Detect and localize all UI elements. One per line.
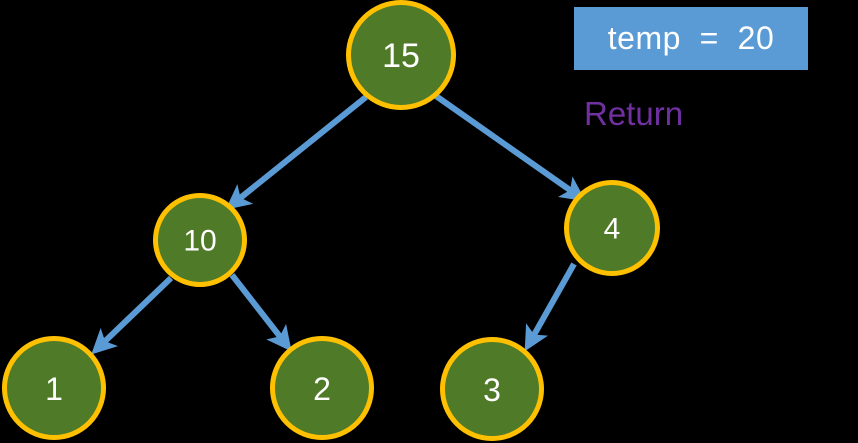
tree-edges [91, 93, 586, 355]
tree-edge-n15-to-n10 [225, 94, 368, 210]
tree-nodes: 15 10 4 1 2 3 [2, 0, 660, 441]
temp-variable-text: temp = 20 [607, 20, 775, 56]
tree-node-2[interactable]: 2 [270, 336, 374, 440]
node-value-2: 2 [313, 371, 331, 407]
node-value-10: 10 [183, 225, 216, 258]
tree-node-4[interactable]: 4 [564, 180, 660, 276]
node-circle-4 [564, 180, 660, 276]
node-circle-10 [153, 193, 247, 287]
tree-node-1[interactable]: 1 [2, 336, 106, 440]
tree-node-3[interactable]: 3 [440, 337, 544, 441]
temp-variable-callout: temp = 20 [574, 7, 808, 70]
tree-edge-n4-to-n3 [524, 262, 577, 352]
tree-node-15[interactable]: 15 [346, 0, 456, 110]
node-value-3: 3 [483, 372, 501, 408]
tree-edge-n10-to-n1 [91, 275, 174, 355]
node-value-4: 4 [604, 213, 621, 246]
node-circle-15 [346, 0, 456, 110]
node-circle-3 [440, 337, 544, 441]
tree-edge-n15-to-n4 [434, 93, 586, 202]
return-label: Return [584, 95, 684, 132]
node-value-15: 15 [382, 37, 420, 75]
node-circle-1 [2, 336, 106, 440]
node-value-1: 1 [45, 371, 63, 407]
node-circle-2 [270, 336, 374, 440]
tree-edge-n10-to-n2 [229, 273, 292, 352]
tree-node-10[interactable]: 10 [153, 193, 247, 287]
